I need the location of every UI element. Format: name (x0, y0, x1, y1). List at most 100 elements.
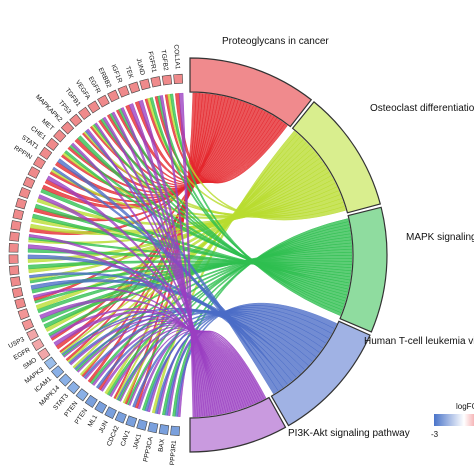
gene-label: PPP3CA (142, 436, 154, 463)
gene-tile (10, 220, 22, 231)
pathway-label-mapk-signaling-pathway: MAPK signaling pathway (406, 232, 474, 243)
gene-tile (128, 81, 141, 94)
gene-label: RPPIN (13, 145, 34, 162)
gene-tile (170, 425, 181, 436)
gene-label: FGFR1 (146, 51, 157, 74)
chord-ribbon (27, 244, 227, 414)
gene-tile (51, 365, 65, 379)
chord-ribbon (73, 309, 313, 370)
gene-tile (107, 89, 120, 103)
chord-ribbon (159, 95, 198, 418)
gene-tile (8, 254, 19, 264)
gene-tile (22, 176, 36, 189)
gene-label: TGFB2 (159, 49, 169, 71)
gene-label: MAPKAPK2 (34, 94, 64, 124)
gene-tile (9, 231, 20, 242)
chord-ribbon (49, 308, 234, 413)
gene-tile (27, 166, 41, 179)
chord-ribbon (64, 150, 350, 290)
chord-ribbon (30, 175, 334, 236)
pathway-arc-human-t-cell-leukemia-virus-1-infection (270, 320, 371, 427)
gene-tile (17, 308, 30, 321)
gene-label: JUND (135, 58, 146, 77)
chord-ribbon (94, 122, 213, 417)
chord-ribbon (53, 310, 236, 412)
chord-ribbon (32, 287, 229, 414)
gene-label: CAV1 (120, 429, 132, 447)
chord-ribbon (40, 188, 350, 287)
legend-color-bar (434, 414, 474, 426)
gene-tile (37, 347, 51, 361)
gene-label: TEK (124, 65, 135, 80)
chord-ribbon (29, 272, 297, 382)
gene-tile (33, 156, 46, 170)
chord-ribbon (132, 310, 327, 408)
gene-label: COL1A1 (172, 44, 181, 70)
gene-tile (10, 276, 21, 287)
gene-tile (53, 129, 67, 143)
gene-tile (11, 287, 24, 299)
gene-tile (114, 411, 127, 424)
chord-ribbon (82, 310, 317, 379)
gene-tile (94, 400, 108, 414)
chord-ribbon (59, 94, 220, 353)
chord-ribbon (154, 307, 332, 414)
pathway-arc-osteoclast-differentiation (291, 101, 382, 214)
gene-tile (12, 208, 24, 220)
gene-tile (78, 106, 92, 120)
pathway-label-pi3k-akt-signaling-pathway: PI3K-Akt signaling pathway (288, 428, 410, 439)
pathway-arc-layer (189, 57, 388, 453)
gene-label: JAK1 (132, 433, 143, 450)
chord-ribbon (86, 128, 215, 416)
gene-tile (139, 78, 151, 91)
chord-ribbon (111, 111, 208, 417)
gene-tile (39, 146, 53, 160)
chord-ribbon (137, 330, 258, 410)
legend-min-label: -3 (431, 430, 439, 439)
chord-ribbon (60, 151, 318, 354)
gene-tile (21, 318, 34, 331)
pathway-label-proteoglycans-in-cancer: Proteoglycans in cancer (222, 36, 329, 47)
gene-tile (173, 73, 183, 85)
chord-ribbon (32, 213, 351, 281)
chord-ribbon (128, 103, 203, 417)
gene-label: SMO (22, 357, 38, 371)
gene-tile (66, 381, 81, 395)
logfc-legend: logFC -3 (431, 402, 474, 439)
gene-tile (87, 100, 101, 114)
gene-label: PPP3R1 (169, 440, 178, 466)
gene-tile (117, 85, 130, 98)
gene-tile (31, 338, 45, 351)
chord-ribbon (149, 97, 344, 311)
gene-label: MET (40, 118, 55, 132)
gene-label: ML1 (87, 414, 100, 429)
gene-tile (58, 373, 72, 387)
gene-tile (104, 406, 117, 420)
gene-label: JUN (98, 419, 110, 434)
chord-ribbon (178, 92, 196, 418)
gene-tile (161, 74, 173, 86)
chord-ribbon (37, 255, 353, 314)
chord-ribbon (39, 298, 231, 413)
chord-ribbon (141, 224, 350, 411)
chord-ribbon (120, 107, 205, 417)
gene-label: CDC42 (106, 425, 121, 448)
chord-ribbon (71, 142, 217, 416)
chord-ribbon (122, 133, 301, 404)
gene-tile (125, 415, 138, 428)
gene-label: IGF1R (110, 64, 124, 85)
gene-tile (60, 121, 75, 135)
gene-tile (158, 424, 170, 435)
gene-tile (43, 356, 58, 370)
pathway-arc-proteoglycans-in-cancer (189, 57, 313, 128)
gene-tile (136, 418, 148, 431)
chord-ribbon (138, 99, 201, 418)
chord-ribbon (28, 234, 224, 415)
gene-label: BAX (157, 438, 166, 453)
chord-ribbon (144, 309, 330, 412)
gene-tile (26, 328, 39, 342)
gene-tile (18, 186, 31, 199)
